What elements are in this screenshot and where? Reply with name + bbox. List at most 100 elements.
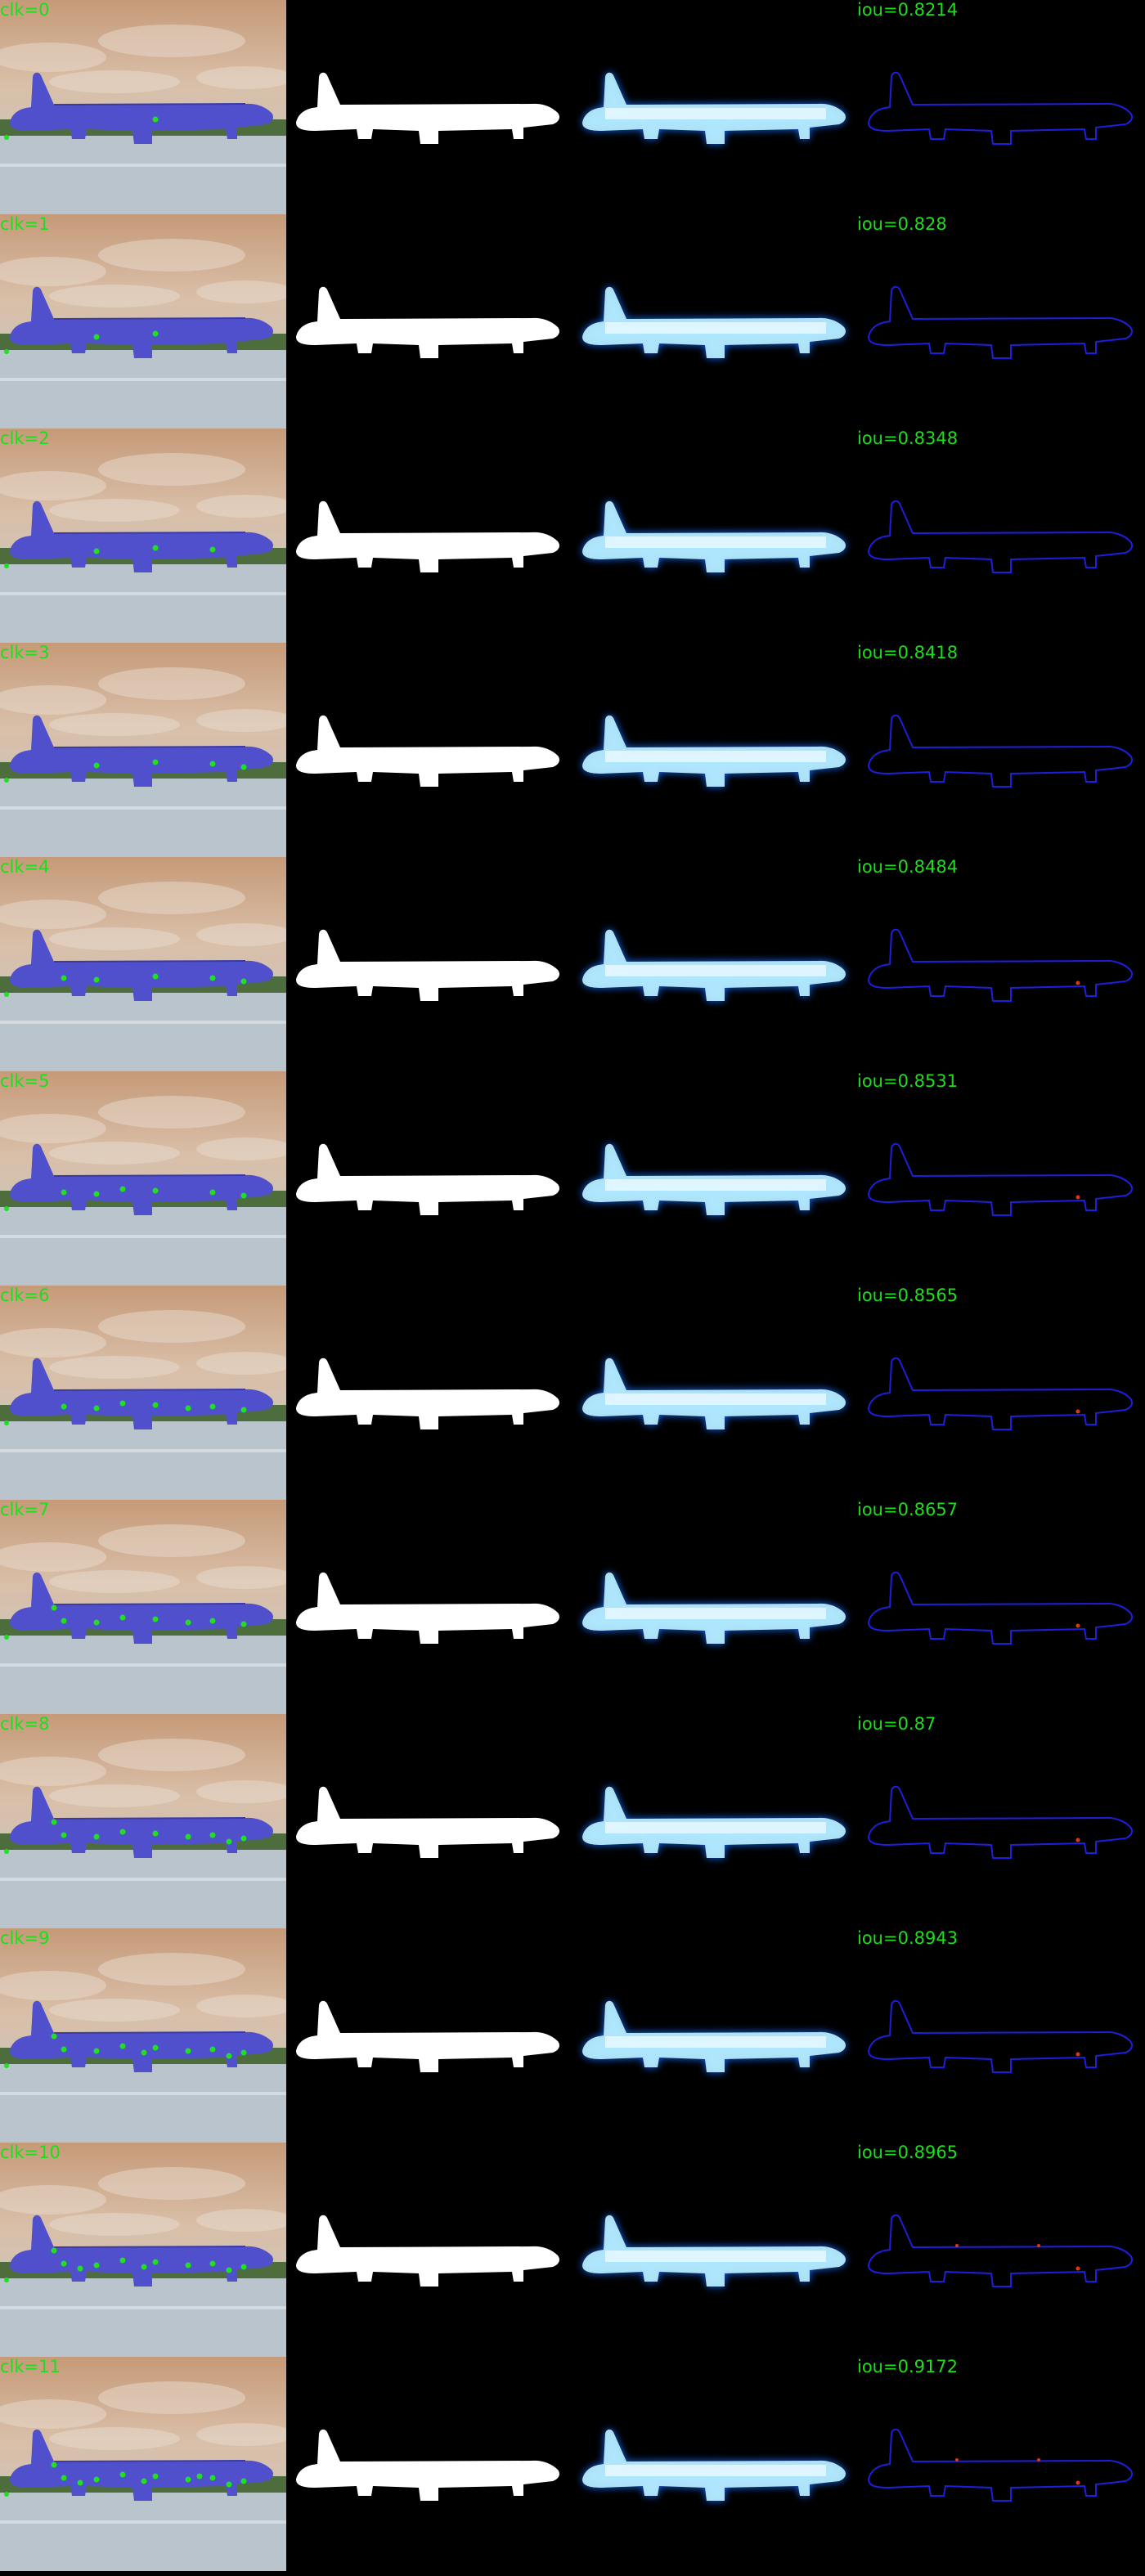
iou-score-label: iou=0.8965 [857,2143,959,2162]
input-image [0,0,286,214]
input-image [0,214,286,429]
positive-click-marker [61,1403,67,1410]
positive-click-marker [209,1618,216,1624]
positive-click-marker [93,1191,100,1197]
ground-truth-mask [296,2000,559,2072]
result-row: clk=2 iou=0.8348 [0,429,1145,643]
click-count-label: clk=3 [0,643,50,662]
positive-click-marker [240,2264,247,2270]
probability-map [582,1358,846,1429]
iou-score-label: iou=0.8348 [857,429,959,448]
positive-click-marker [226,2053,232,2059]
contour-error-panel [859,1286,1145,1500]
ground-truth-mask-panel [286,429,572,643]
contour-error-map [867,1357,1133,1430]
input-image-panel: clk=6 [0,1286,286,1500]
positive-click-marker [226,2267,232,2273]
ground-truth-mask-panel [286,1928,572,2143]
input-image [0,429,286,643]
probability-map-panel [572,429,859,643]
positive-click-marker [185,1833,191,1840]
positive-click-marker [4,1420,9,1425]
click-count-label: clk=10 [0,2143,61,2162]
positive-click-marker [93,2262,100,2269]
click-count-label: clk=7 [0,1500,50,1519]
positive-click-marker [152,2044,159,2051]
probability-map-panel [572,1286,859,1500]
click-count-label: clk=1 [0,214,50,234]
contour-error-panel [859,214,1145,429]
ground-truth-mask [296,72,559,144]
positive-click-marker [152,973,159,980]
positive-click-marker [119,1829,126,1835]
positive-click-marker [141,2264,147,2270]
ground-truth-mask-panel [286,643,572,857]
click-count-label: clk=9 [0,1928,50,1948]
input-image-panel: clk=2 [0,429,286,643]
click-count-label: clk=0 [0,0,50,20]
positive-click-marker [4,778,9,783]
ground-truth-mask [296,715,559,787]
ground-truth-mask-panel [286,214,572,429]
iou-score-label: iou=0.8484 [857,857,959,877]
iou-score-label: iou=0.87 [857,1714,936,1734]
ground-truth-mask [296,1143,559,1215]
iou-score-label: iou=0.8214 [857,0,959,20]
ground-truth-mask-panel [286,1071,572,1286]
input-image-panel: clk=7 [0,1500,286,1714]
positive-click-marker [4,1635,9,1640]
iou-score-label: iou=0.9172 [857,2357,959,2376]
contour-error-map [867,928,1133,1002]
positive-click-marker [119,2257,126,2264]
contour-error-map [867,1999,1133,2073]
contour-error-panel [859,0,1145,214]
positive-click-marker [209,761,216,767]
positive-click-marker [93,976,100,983]
positive-click-marker [240,1192,247,1199]
positive-click-marker [240,2478,247,2484]
positive-click-marker [77,2480,83,2486]
probability-map-panel [572,1928,859,2143]
positive-click-marker [209,1189,216,1196]
click-count-label: clk=4 [0,857,50,877]
probability-map-panel [572,1714,859,1928]
positive-click-marker [61,975,67,981]
click-count-label: clk=5 [0,1071,50,1091]
positive-click-marker [4,563,9,568]
positive-click-marker [209,975,216,981]
input-image-panel: clk=3 [0,643,286,857]
positive-click-marker [119,2471,126,2478]
input-image [0,2357,286,2571]
positive-click-marker [209,2260,216,2267]
positive-click-marker [51,2462,57,2468]
positive-click-marker [240,2049,247,2056]
positive-click-marker [141,2478,147,2484]
contour-error-map [867,1785,1133,1859]
input-image [0,1286,286,1500]
iou-score-label: iou=0.8565 [857,1286,959,1305]
positive-click-marker [209,1403,216,1410]
ground-truth-mask [296,1358,559,1429]
ground-truth-mask [296,286,559,358]
contour-error-map [867,2214,1133,2287]
probability-map [582,1572,846,1644]
input-image-panel: clk=10 [0,2143,286,2357]
contour-error-panel [859,1714,1145,1928]
positive-click-marker [240,1407,247,1413]
input-image [0,1071,286,1286]
positive-click-marker [4,992,9,997]
result-row: clk=4 iou=0.8484 [0,857,1145,1071]
positive-click-marker [4,1849,9,1854]
positive-click-marker [152,759,159,765]
positive-click-marker [209,2046,216,2053]
contour-error-panel [859,2143,1145,2357]
positive-click-marker [77,2265,83,2272]
ground-truth-mask-panel [286,2143,572,2357]
positive-click-marker [93,1405,100,1411]
positive-click-marker [209,546,216,553]
probability-map [582,500,846,572]
positive-click-marker [152,2473,159,2480]
